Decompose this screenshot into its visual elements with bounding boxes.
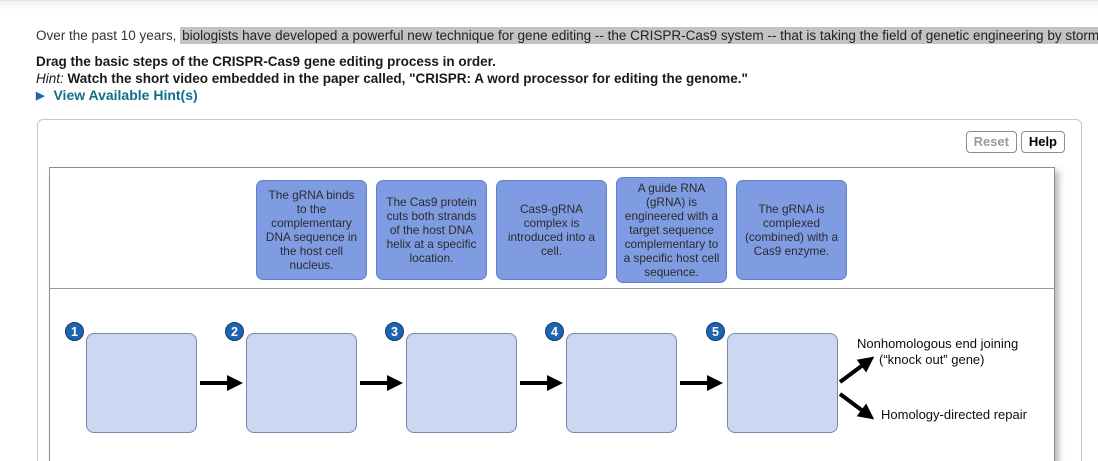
outcome-label-hdr: Homology-directed repair bbox=[881, 407, 1027, 423]
drop-slot-1[interactable] bbox=[86, 333, 197, 433]
step-number-badge-3: 3 bbox=[385, 322, 404, 341]
drop-slot-4[interactable] bbox=[566, 333, 677, 433]
highlighted-text: biologists have developed a powerful new… bbox=[180, 26, 1098, 44]
step-number-badge-1: 1 bbox=[65, 322, 84, 341]
triangle-right-icon: ▶ bbox=[36, 90, 45, 102]
help-button[interactable]: Help bbox=[1020, 131, 1065, 153]
outcome-nhej-line2: (“knock out” gene) bbox=[879, 352, 985, 367]
outcome-nhej-line1: Nonhomologous end joining bbox=[857, 336, 1019, 351]
drag-card-5[interactable]: The gRNA is complexed (combined) with a … bbox=[736, 180, 847, 280]
intro-prefix: Over the past 10 years, bbox=[36, 27, 181, 43]
drag-drop-canvas: The gRNA binds to the complementary DNA … bbox=[49, 167, 1055, 461]
drag-card-2[interactable]: The Cas9 protein cuts both strands of th… bbox=[376, 180, 487, 280]
outcome-label-nhej: Nonhomologous end joining (“knock out” g… bbox=[857, 336, 1018, 368]
step-number-badge-4: 4 bbox=[545, 322, 564, 341]
reset-button[interactable]: Reset bbox=[965, 131, 1017, 153]
hint-prefix: Hint: bbox=[36, 70, 64, 86]
card-bank: The gRNA binds to the complementary DNA … bbox=[256, 177, 847, 283]
activity-panel: Reset Help The gRNA binds to the complem… bbox=[37, 119, 1082, 461]
drag-card-4[interactable]: A guide RNA (gRNA) is engineered with a … bbox=[616, 177, 727, 283]
drop-slot-2[interactable] bbox=[246, 333, 357, 433]
step-number-badge-5: 5 bbox=[706, 322, 725, 341]
outcome-hdr-line1: Homology-directed repair bbox=[881, 407, 1027, 422]
drag-card-3[interactable]: Cas9-gRNA complex is introduced into a c… bbox=[496, 180, 607, 280]
drag-card-1[interactable]: The gRNA binds to the complementary DNA … bbox=[256, 180, 367, 280]
instruction-text: Drag the basic steps of the CRISPR-Cas9 … bbox=[36, 53, 496, 69]
section-divider bbox=[50, 288, 1054, 289]
view-hints-link[interactable]: ▶ View Available Hint(s) bbox=[36, 87, 198, 103]
intro-text: Over the past 10 years, biologists have … bbox=[36, 26, 1098, 44]
top-strip bbox=[0, 0, 1098, 11]
drop-slot-5[interactable] bbox=[727, 333, 838, 433]
hint-body: Watch the short video embedded in the pa… bbox=[63, 70, 748, 86]
drop-slot-3[interactable] bbox=[406, 333, 517, 433]
hint-line: Hint: Watch the short video embedded in … bbox=[36, 71, 748, 86]
step-number-badge-2: 2 bbox=[225, 322, 244, 341]
view-hints-label: View Available Hint(s) bbox=[53, 87, 198, 103]
